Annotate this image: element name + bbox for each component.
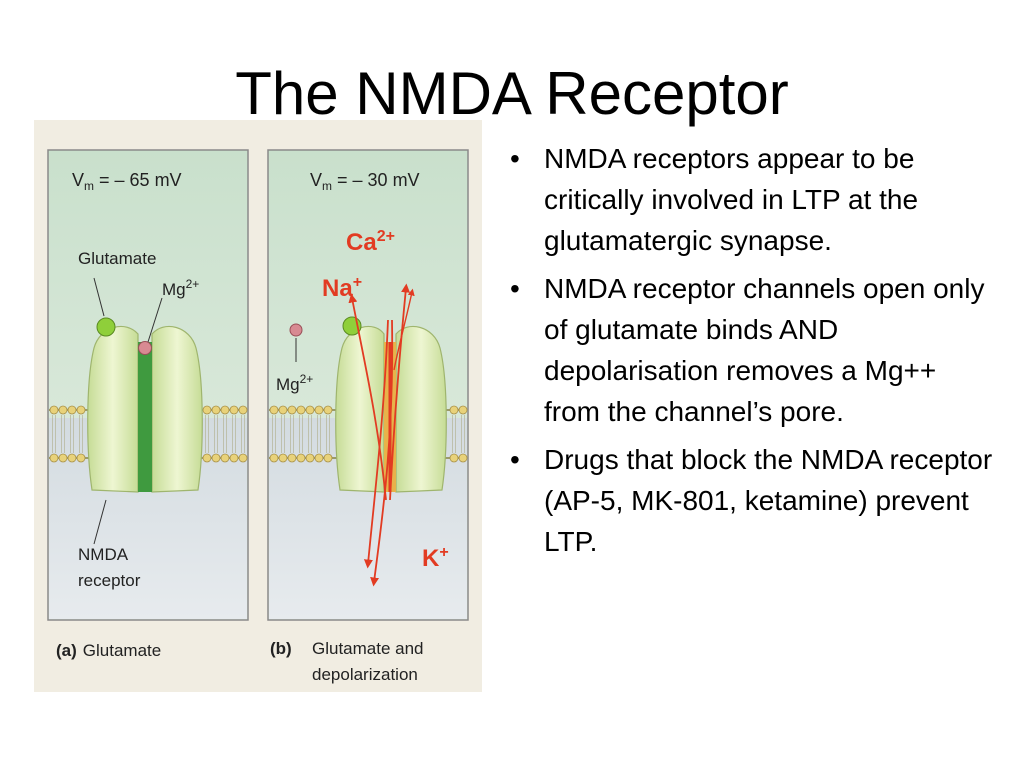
receptor-label-a-line1: NMDA <box>78 545 129 564</box>
lipid-tail <box>317 415 321 453</box>
lipid-head <box>238 405 248 415</box>
lipid-head <box>269 453 279 463</box>
lipid-head <box>323 405 333 415</box>
mg-label-b: Mg2+ <box>276 372 313 394</box>
bullet-item: • NMDA receptor channels open only of glu… <box>506 268 996 432</box>
mg-label-a: Mg2+ <box>162 277 199 299</box>
bullet-text: NMDA receptor channels open only of glut… <box>544 273 985 427</box>
lipid-head <box>67 453 77 463</box>
lipid-head <box>458 453 468 463</box>
bullet-marker: • <box>510 444 520 475</box>
lipid-tail <box>461 415 465 453</box>
bullet-marker: • <box>510 273 520 304</box>
lipid-head <box>296 453 306 463</box>
lipid-head <box>202 453 212 463</box>
lipid-head <box>49 405 59 415</box>
calcium-label: Ca2+ <box>346 228 395 256</box>
sodium-label: Na+ <box>322 274 362 302</box>
lipid-tail <box>241 415 245 453</box>
lipid-head <box>269 405 279 415</box>
lipid-head <box>67 405 77 415</box>
lipid-tail <box>70 415 74 453</box>
lipid-head <box>314 453 324 463</box>
lipid-tail <box>61 415 65 453</box>
nmda-receptor-b <box>335 325 447 493</box>
magnesium-icon <box>289 323 303 337</box>
lipid-head <box>449 405 459 415</box>
lipid-head <box>58 453 68 463</box>
potassium-label: K+ <box>422 544 449 572</box>
voltage-label-b: Vm = – 30 mV <box>310 170 420 193</box>
caption-b-letter: (b) <box>270 639 292 658</box>
lipid-head <box>211 453 221 463</box>
lipid-head <box>238 453 248 463</box>
lipid-head <box>323 453 333 463</box>
nmda-receptor-a <box>87 325 203 493</box>
lipid-tail <box>452 415 456 453</box>
lipid-tail <box>308 415 312 453</box>
magnesium-icon <box>138 341 152 355</box>
lipid-head <box>305 453 315 463</box>
caption-a: (a)Glutamate <box>56 641 161 660</box>
lipid-head <box>229 453 239 463</box>
lipid-head <box>278 405 288 415</box>
lipid-tail <box>281 415 285 453</box>
lipid-head <box>76 453 86 463</box>
receptor-label-a-line2: receptor <box>78 571 141 590</box>
glutamate-label-a: Glutamate <box>78 249 156 268</box>
lipid-head <box>211 405 221 415</box>
lipid-head <box>76 405 86 415</box>
lipid-tail <box>290 415 294 453</box>
voltage-label-a: Vm = – 65 mV <box>72 170 182 193</box>
lipid-head <box>278 453 288 463</box>
lipid-head <box>49 453 59 463</box>
lipid-tail <box>205 415 209 453</box>
caption-b-line1: Glutamate and <box>312 639 424 658</box>
lipid-tail <box>223 415 227 453</box>
lipid-head <box>229 405 239 415</box>
nmda-figure: Vm = – 65 mV Glutamate Mg2+ NMDA recepto… <box>34 120 482 692</box>
panel-b: Vm = – 30 mV Ca2+ Na+ Mg2+ K+ <box>267 149 469 621</box>
lipid-head <box>296 405 306 415</box>
bullet-item: • NMDA receptors appear to be critically … <box>506 138 996 261</box>
lipid-head <box>58 405 68 415</box>
bullet-text: NMDA receptors appear to be critically i… <box>544 143 919 256</box>
lipid-tail <box>232 415 236 453</box>
lipid-head <box>305 405 315 415</box>
ion-flow-arrows <box>348 283 415 587</box>
lipid-tail <box>326 415 330 453</box>
lipid-head <box>314 405 324 415</box>
panel-a: Vm = – 65 mV Glutamate Mg2+ NMDA recepto… <box>47 149 249 621</box>
slide-title: The NMDA Receptor <box>235 60 789 127</box>
lipid-head <box>287 405 297 415</box>
lipid-tail <box>214 415 218 453</box>
glutamate-icon <box>96 317 116 337</box>
bullet-list: • NMDA receptors appear to be critically … <box>506 138 996 569</box>
lipid-tail <box>79 415 83 453</box>
lipid-head <box>202 405 212 415</box>
lipid-head <box>220 405 230 415</box>
lipid-head <box>287 453 297 463</box>
lipid-head <box>458 405 468 415</box>
bullet-marker: • <box>510 143 520 174</box>
lipid-head <box>220 453 230 463</box>
bullet-item: • Drugs that block the NMDA receptor (AP-… <box>506 439 996 562</box>
lipid-tail <box>299 415 303 453</box>
bullet-text: Drugs that block the NMDA receptor (AP-5… <box>544 444 993 557</box>
caption-b-line2: depolarization <box>312 665 418 684</box>
lipid-head <box>449 453 459 463</box>
lipid-tail <box>52 415 56 453</box>
lipid-tail <box>272 415 276 453</box>
